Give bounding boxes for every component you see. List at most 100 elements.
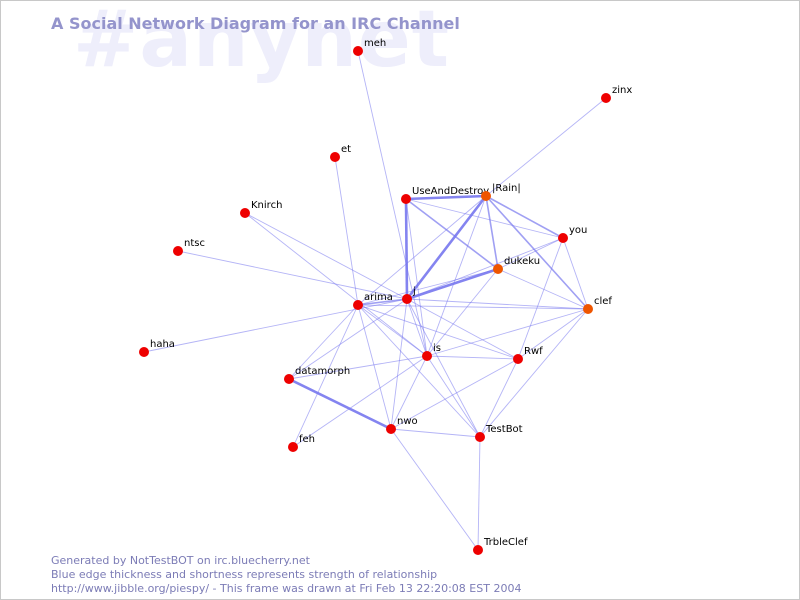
node-dot (139, 347, 149, 357)
edge-you-j (406, 237, 564, 300)
edge-meh-is (357, 50, 428, 357)
node-label: datamorph (295, 366, 350, 377)
edge-useanddestroy-you (405, 198, 564, 239)
node-dot (353, 46, 363, 56)
node-dot (601, 93, 611, 103)
node-arima: arima (353, 292, 393, 310)
edge-testbot-trbleclef (477, 436, 481, 551)
edge-is-feh (292, 355, 428, 448)
edge-you-dukeku (497, 237, 564, 270)
edge-dukeku-arima (357, 268, 499, 306)
edge-nwo-testbot (390, 428, 481, 438)
edge-nwo-trbleclef (390, 428, 479, 551)
edge-j-datamorph (288, 298, 408, 380)
node-label: TestBot (485, 424, 523, 435)
node-label: Knirch (251, 200, 282, 211)
edge-you-clef (562, 237, 589, 310)
edge-clef-testbot (479, 308, 589, 438)
edge-rain-dukeku (485, 195, 499, 270)
node-dot (583, 304, 593, 314)
node-useanddestroy: UseAndDestroy (401, 186, 489, 204)
edge-arima-nwo (357, 304, 392, 430)
node-dot (493, 264, 503, 274)
node-feh: feh (288, 434, 315, 452)
edges-layer (143, 50, 607, 551)
node-j: j (402, 286, 416, 304)
node-dot (284, 374, 294, 384)
node-label: clef (594, 296, 612, 307)
edge-useanddestroy-dukeku (405, 198, 499, 270)
edge-ntsc-j (177, 250, 408, 300)
node-label: meh (364, 38, 386, 49)
node-dot (475, 432, 485, 442)
edge-j-nwo (390, 298, 408, 430)
edge-useanddestroy-j (404, 198, 409, 300)
edge-rwf-nwo (390, 358, 519, 430)
node-clef: clef (583, 296, 612, 314)
footer-generated-by: Generated by NotTestBOT on irc.bluecherr… (51, 554, 310, 567)
edge-rain-is (426, 195, 487, 357)
node-dot (558, 233, 568, 243)
footer: Generated by NotTestBOT on irc.bluecherr… (51, 554, 521, 596)
node-dot (288, 442, 298, 452)
node-label: j (412, 286, 416, 297)
node-testbot: TestBot (475, 424, 523, 442)
page-title: A Social Network Diagram for an IRC Chan… (51, 14, 460, 33)
node-label: is (433, 343, 441, 354)
edge-datamorph-nwo (288, 377, 392, 431)
edge-haha-j (143, 298, 408, 353)
node-label: et (341, 144, 351, 155)
node-zinx: zinx (601, 85, 632, 103)
edge-rwf-clef (517, 308, 589, 360)
edge-arima-clef (357, 304, 589, 310)
node-knirch: Knirch (240, 200, 282, 218)
edge-is-rwf (426, 355, 519, 360)
edge-j-testbot (406, 298, 481, 438)
edge-dukeku-is (426, 268, 499, 357)
node-dot (386, 424, 396, 434)
node-label: TrbleClef (483, 537, 528, 548)
node-label: zinx (612, 85, 632, 96)
node-nwo: nwo (386, 416, 418, 434)
node-dot (513, 354, 523, 364)
node-label: dukeku (504, 256, 540, 267)
node-et: et (330, 144, 351, 162)
edge-arima-testbot (357, 304, 481, 438)
edge-rain-you (485, 195, 564, 239)
edge-is-testbot (426, 355, 481, 438)
edge-is-clef (426, 308, 589, 357)
edge-dukeku-j (406, 267, 499, 301)
node-dot (402, 294, 412, 304)
node-you: you (558, 225, 587, 243)
node-label: |Rain| (492, 183, 521, 194)
edge-is-nwo (390, 355, 428, 430)
edge-is-datamorph (288, 355, 428, 380)
node-haha: haha (139, 339, 175, 357)
edge-you-rwf (517, 237, 564, 360)
node-ntsc: ntsc (173, 238, 205, 256)
edge-knirch-is (244, 212, 428, 357)
edge-zinx-rain (485, 97, 607, 197)
node-meh: meh (353, 38, 386, 56)
node-is: is (422, 343, 441, 361)
footer-source-timestamp: http://www.jibble.org/piespy/ - This fra… (51, 582, 522, 595)
edge-arima-j (357, 298, 408, 306)
edge-rwf-testbot (479, 358, 519, 438)
edge-j-rwf (406, 298, 519, 360)
node-label: you (569, 225, 587, 236)
edge-rain-clef (485, 195, 589, 310)
node-label: Rwf (524, 346, 543, 357)
node-dukeku: dukeku (493, 256, 540, 274)
node-label: nwo (397, 416, 418, 427)
edge-dukeku-clef (497, 268, 589, 310)
edge-rain-arima (357, 195, 487, 306)
edge-knirch-j (244, 212, 408, 300)
node-rain: |Rain| (481, 183, 521, 201)
node-label: ntsc (184, 238, 205, 249)
edge-et-arima (334, 156, 359, 306)
node-trbleclef: TrbleClef (473, 537, 528, 555)
node-dot (173, 246, 183, 256)
node-dot (422, 351, 432, 361)
